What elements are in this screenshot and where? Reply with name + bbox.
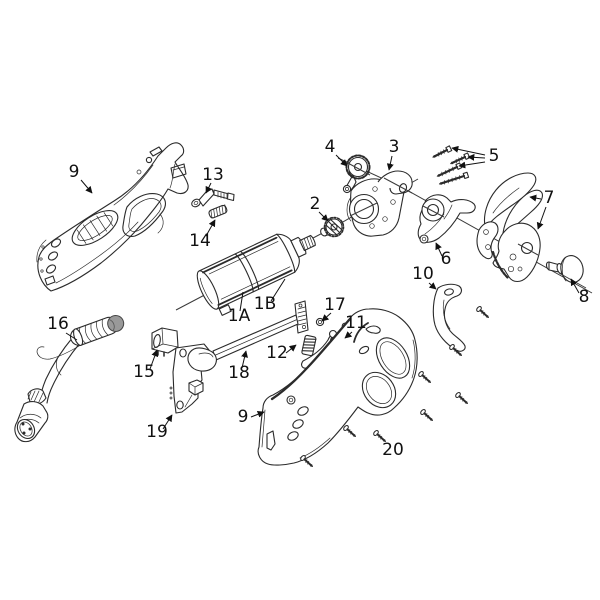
part-housing-left <box>36 142 189 292</box>
label-lever-bolt: 13 <box>202 165 224 185</box>
axis-overlays <box>345 161 587 289</box>
part-bracket-10 <box>432 283 466 352</box>
part-spring-12 <box>301 334 317 357</box>
label-end-cap: 8 <box>579 287 590 307</box>
label-bracket: 10 <box>412 264 434 284</box>
label-motor-a: 1A <box>228 306 251 326</box>
part-lever-13 <box>191 188 235 208</box>
part-blade-holder-6 <box>417 194 476 244</box>
part-motor-cylinder <box>196 233 316 316</box>
label-gearhead: 3 <box>389 137 400 157</box>
part-endcap-8 <box>545 255 584 283</box>
label-switch: 15 <box>133 362 155 382</box>
label-gear: 4 <box>325 137 336 157</box>
part-screw-set-5 <box>432 145 471 185</box>
part-gear-4 <box>342 154 371 194</box>
part-gearhead-3 <box>346 170 413 237</box>
part-spring-14 <box>208 204 228 219</box>
label-trigger-spring: 12 <box>266 343 288 363</box>
label-housing-left: 9 <box>69 162 80 182</box>
label-small-screw: 17 <box>324 295 346 315</box>
part-labels: 9 13 14 2 4 3 5 6 7 8 10 16 15 19 18 12 … <box>47 137 589 460</box>
leader-lines <box>65 145 580 430</box>
label-blade-set: 7 <box>544 188 555 208</box>
label-rail: 18 <box>228 363 250 383</box>
part-cable-16 <box>14 314 125 443</box>
label-blade-holder: 6 <box>441 249 452 269</box>
part-rail-18 <box>187 300 309 372</box>
label-spring-small: 14 <box>189 231 211 251</box>
label-motor-b: 1B <box>254 294 276 314</box>
part-pinion-2 <box>320 216 345 238</box>
label-screws: 20 <box>382 440 404 460</box>
part-blade-set-7 <box>476 172 543 283</box>
label-trigger: 11 <box>345 313 367 333</box>
label-pinion: 2 <box>310 194 321 214</box>
part-screw-17 <box>315 317 325 327</box>
label-plate: 19 <box>146 422 168 442</box>
part-screws-20 <box>300 306 490 468</box>
label-screw-set: 5 <box>489 146 500 166</box>
label-housing-right: 9 <box>238 407 249 427</box>
label-cable: 16 <box>47 314 69 334</box>
part-housing-right <box>257 308 418 466</box>
